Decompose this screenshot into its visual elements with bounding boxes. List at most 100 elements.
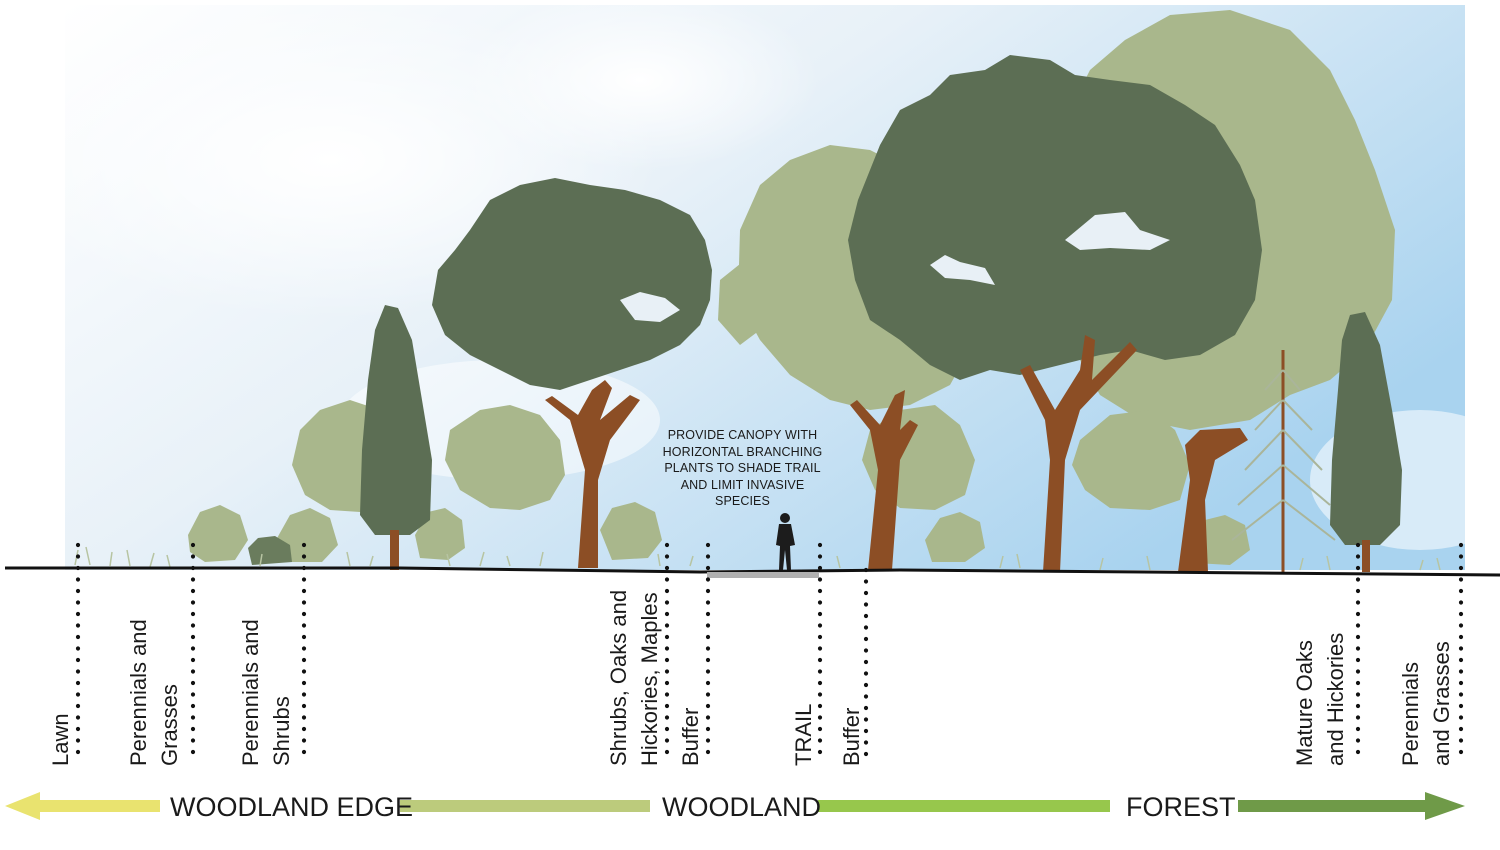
cloud bbox=[460, 0, 820, 170]
arrow-right-icon bbox=[1238, 792, 1465, 820]
tree-columnar bbox=[1330, 312, 1402, 545]
divider-dot bbox=[817, 565, 823, 571]
divider-dot bbox=[863, 613, 869, 619]
divider-dot bbox=[863, 682, 869, 688]
tree-columnar bbox=[360, 305, 432, 535]
divider-dot bbox=[664, 703, 670, 709]
divider-dot bbox=[301, 646, 307, 651]
divider-dot bbox=[664, 726, 670, 732]
zone-forest: FOREST bbox=[1126, 792, 1236, 822]
divider-dot bbox=[1458, 600, 1464, 605]
divider-dot bbox=[705, 623, 711, 628]
divider-dot bbox=[1355, 623, 1361, 628]
divider-dot bbox=[1458, 680, 1464, 686]
divider-dot bbox=[705, 646, 711, 651]
divider-dot bbox=[1355, 565, 1361, 571]
divider-dot bbox=[863, 694, 869, 699]
divider-dot bbox=[664, 588, 670, 594]
divider-dot bbox=[863, 648, 869, 653]
divider-dot bbox=[75, 623, 81, 628]
divider-dot bbox=[75, 726, 81, 732]
divider-dot bbox=[705, 669, 711, 674]
arrow-left-icon bbox=[5, 792, 160, 820]
divider-dot bbox=[664, 623, 670, 628]
divider-dot bbox=[863, 728, 869, 734]
divider-dot bbox=[1458, 646, 1464, 651]
divider-dot bbox=[190, 623, 196, 628]
tree-trunk bbox=[1178, 428, 1248, 572]
canopy-gap bbox=[620, 292, 680, 322]
divider-dot bbox=[190, 726, 196, 732]
divider-dot bbox=[1458, 715, 1464, 720]
divider-dot bbox=[190, 588, 196, 594]
annotation-line: HORIZONTAL BRANCHING bbox=[662, 444, 823, 459]
divider-dot bbox=[863, 659, 869, 665]
divider-dot bbox=[863, 717, 869, 722]
divider-dot bbox=[190, 680, 196, 686]
tree-canopy-light bbox=[1072, 410, 1190, 510]
shrub bbox=[276, 508, 338, 562]
divider-dot bbox=[1355, 588, 1361, 594]
divider-dot bbox=[664, 657, 670, 663]
divider-dot bbox=[1355, 680, 1361, 686]
divider-dot bbox=[817, 680, 823, 686]
canopy-annotation: PROVIDE CANOPY WITH HORIZONTAL BRANCHING… bbox=[645, 427, 840, 510]
divider-dot bbox=[190, 577, 196, 582]
divider-dot bbox=[1355, 611, 1361, 617]
divider-dot bbox=[75, 749, 81, 755]
divider-dot bbox=[301, 577, 307, 582]
divider-dot bbox=[705, 634, 711, 640]
divider-dot bbox=[1458, 588, 1464, 594]
tree-trunk bbox=[545, 380, 640, 568]
divider-dot bbox=[75, 588, 81, 594]
tree-canopy-light bbox=[718, 260, 760, 345]
divider-dot bbox=[664, 611, 670, 617]
divider-dot bbox=[190, 715, 196, 720]
divider-dot bbox=[1458, 749, 1464, 755]
divider-dot bbox=[705, 600, 711, 605]
divider-dot bbox=[301, 657, 307, 663]
divider-dot bbox=[75, 657, 81, 663]
label-perennials-shrubs: Perennials and Shrubs bbox=[238, 619, 294, 766]
divider-dot bbox=[705, 577, 711, 582]
divider-dot bbox=[817, 669, 823, 674]
divider-dot bbox=[190, 600, 196, 605]
divider-dot bbox=[817, 554, 823, 559]
tree-canopy-dark bbox=[848, 55, 1262, 380]
divider-dot bbox=[817, 623, 823, 628]
zone-woodland: WOODLAND bbox=[662, 792, 822, 822]
divider-dot bbox=[301, 600, 307, 605]
divider-dot bbox=[301, 715, 307, 720]
divider-dot bbox=[705, 588, 711, 594]
divider-dot bbox=[1458, 565, 1464, 571]
divider-dot bbox=[863, 602, 869, 607]
divider-dot bbox=[75, 577, 81, 582]
divider-dot bbox=[664, 669, 670, 674]
divider-dot bbox=[1355, 715, 1361, 720]
label-lawn: Lawn bbox=[48, 713, 73, 766]
woodland-edge-bar bbox=[400, 800, 650, 812]
zone-woodland-edge: WOODLAND EDGE bbox=[170, 792, 414, 822]
divider-dot bbox=[1355, 577, 1361, 582]
divider-dot bbox=[190, 646, 196, 651]
divider-dot bbox=[301, 703, 307, 709]
divider-dot bbox=[863, 740, 869, 745]
woodland-bar bbox=[818, 800, 1110, 812]
annotation-line: AND LIMIT INVASIVE bbox=[680, 477, 805, 492]
canopy-gap bbox=[930, 255, 995, 285]
divider-dot bbox=[75, 692, 81, 697]
divider-dot bbox=[75, 703, 81, 709]
divider-dot bbox=[1355, 542, 1361, 548]
shrub bbox=[188, 505, 248, 562]
annotation-line: PLANTS TO SHADE TRAIL bbox=[664, 461, 821, 475]
label-trail: TRAIL bbox=[791, 703, 816, 766]
divider-dot bbox=[190, 565, 196, 571]
divider-dot bbox=[817, 657, 823, 663]
divider-dot bbox=[301, 749, 307, 755]
divider-dot bbox=[190, 554, 196, 559]
divider-dot bbox=[1458, 692, 1464, 697]
tree-canopy-light bbox=[445, 405, 565, 510]
divider-dot bbox=[664, 749, 670, 755]
